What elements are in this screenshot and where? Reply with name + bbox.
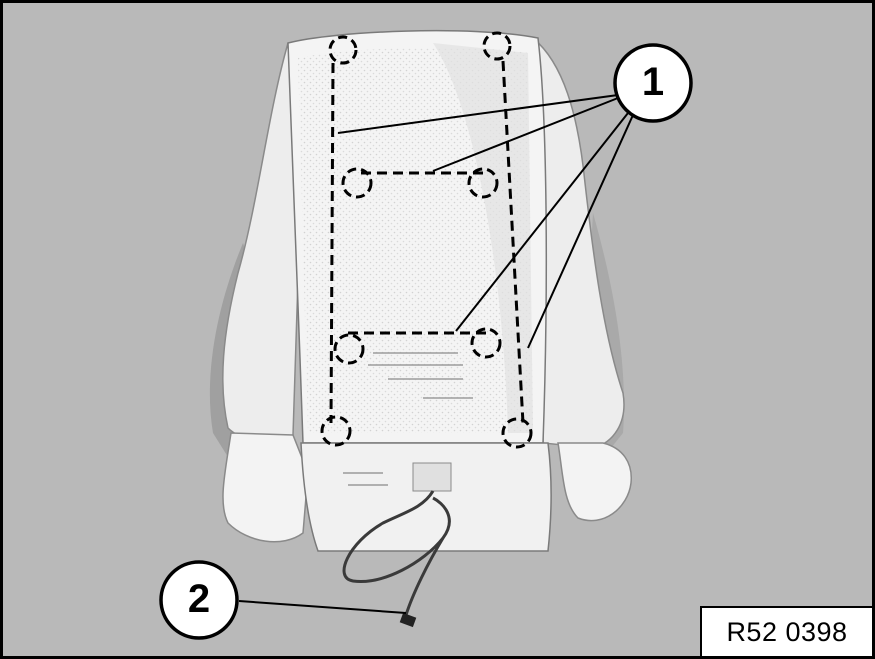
printed-label-marks [343, 352, 473, 486]
wiring-cable [342, 490, 451, 583]
connector-housing [412, 462, 452, 492]
lower-panel [300, 442, 552, 552]
seat-backrest-illustration [159, 29, 693, 640]
mounting-frame-outline [329, 60, 525, 424]
left-flap [222, 432, 309, 543]
right-side-panel [531, 36, 625, 449]
callout-1-leaders [337, 94, 634, 349]
cable-lead [404, 537, 445, 616]
reference-code-label: R52 0398 [700, 606, 872, 656]
callout-2-leader [238, 600, 407, 614]
right-flap [557, 442, 632, 522]
callout-2-number: 2 [187, 577, 211, 621]
callout-1 [613, 43, 693, 123]
plug-connector [399, 612, 417, 628]
clip-markers [320, 31, 533, 449]
callout-2 [159, 560, 239, 640]
callout-1-number: 1 [641, 60, 665, 104]
